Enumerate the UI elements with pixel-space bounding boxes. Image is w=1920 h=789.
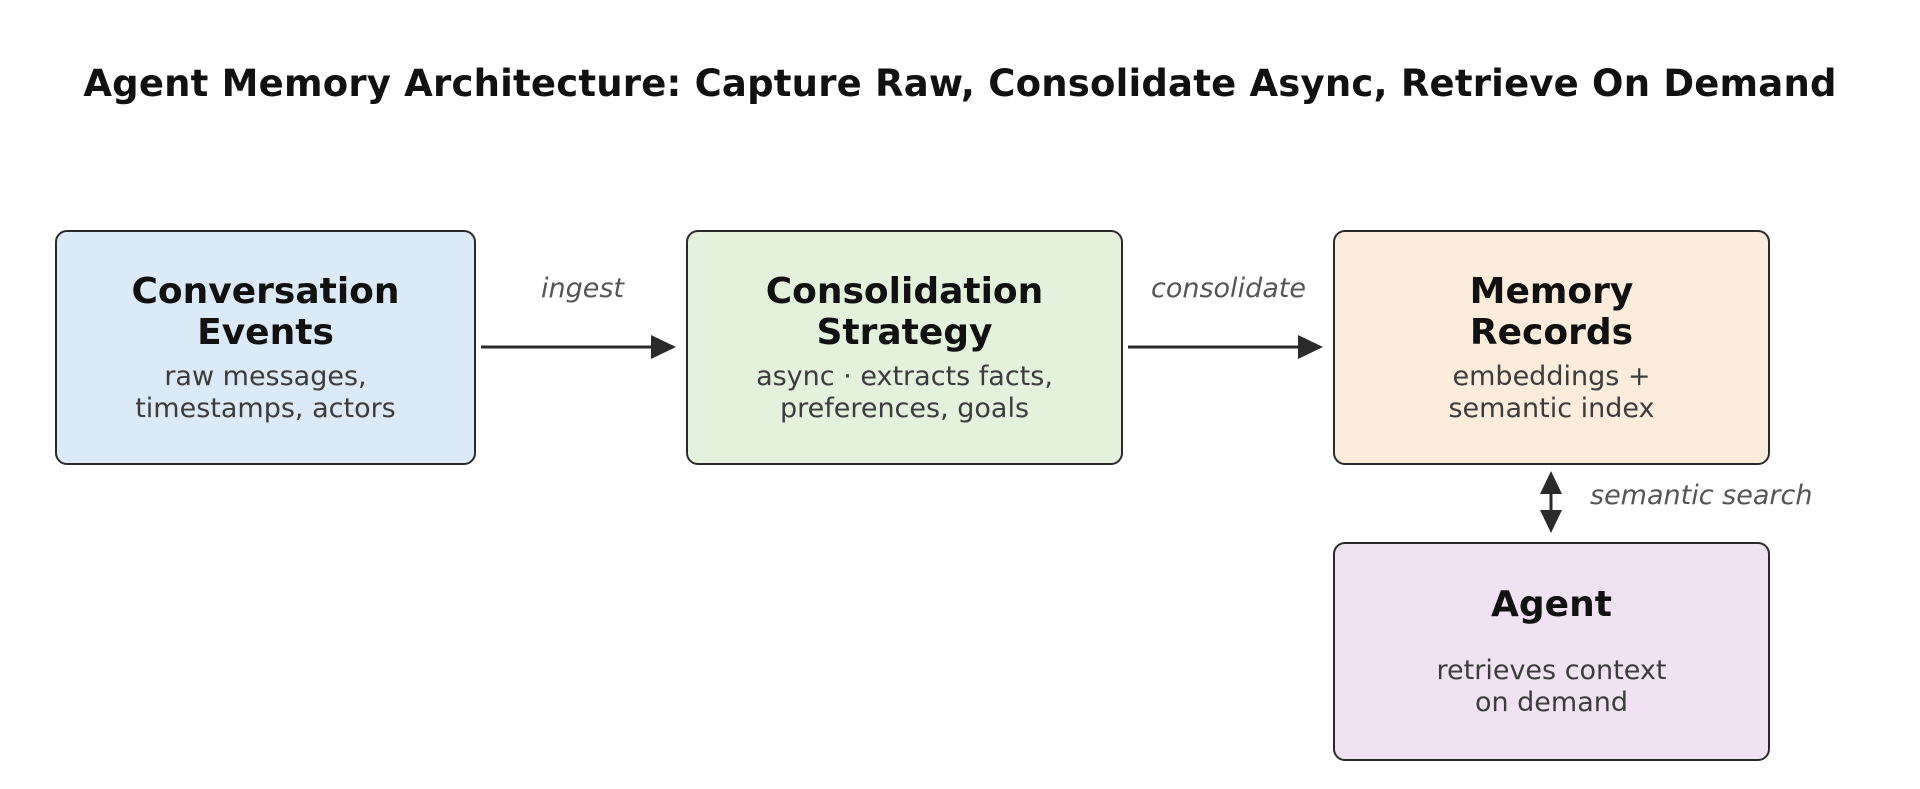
conversation-events-subtitle: raw messages,timestamps, actors <box>135 360 396 424</box>
agent-title: Agent <box>1491 584 1612 625</box>
ingest-label: ingest <box>541 273 625 304</box>
consolidate-arrow <box>1128 335 1323 359</box>
ingest-arrow <box>481 335 676 359</box>
semantic-search-arrow <box>1540 471 1562 533</box>
diagram-title: Agent Memory Architecture: Capture Raw, … <box>83 62 1837 105</box>
consolidate-label: consolidate <box>1151 273 1306 304</box>
semantic-search-label: semantic search <box>1590 480 1813 511</box>
consolidation-strategy-subtitle: async · extracts facts,preferences, goal… <box>756 360 1053 424</box>
memory-records-subtitle: embeddings +semantic index <box>1448 360 1655 424</box>
